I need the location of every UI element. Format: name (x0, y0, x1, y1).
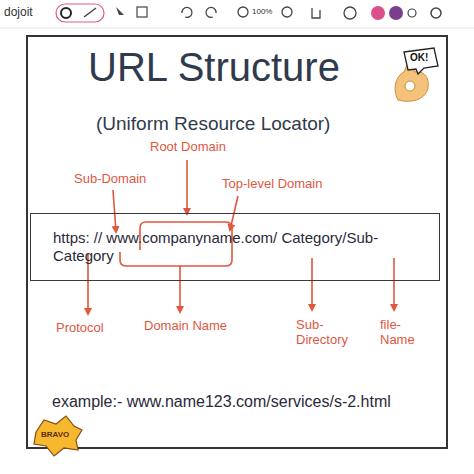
toolbar (0, 0, 474, 28)
part-label: Sub- Directory (296, 318, 364, 348)
zoom-level: 100% (252, 7, 272, 16)
url-text: https: // www.companyname.com/ Category/… (53, 229, 433, 265)
leader-arrow (311, 258, 313, 310)
ok-bubble (404, 48, 438, 74)
part-label: Domain Name (144, 319, 227, 334)
redo-icon (206, 7, 216, 17)
tool-icon (84, 8, 96, 17)
zoom-icon (238, 7, 248, 17)
toolbar-rule (0, 28, 474, 29)
emoji-text: OK! (410, 52, 428, 64)
undo-icon (182, 7, 192, 17)
app-name: dojoit (4, 6, 33, 20)
user-icon (408, 9, 416, 17)
avatar (371, 6, 385, 20)
url-box: https: // www.companyname.com/ Category/… (30, 213, 440, 281)
leader-arrow (186, 160, 188, 214)
tool-icon (61, 8, 71, 18)
part-label: Sub-Domain (74, 172, 146, 187)
zoom-icon (282, 7, 292, 17)
part-label: Protocol (56, 321, 104, 336)
tool-icon (137, 7, 147, 17)
ok-hand (405, 81, 415, 91)
play-icon (344, 7, 356, 19)
part-label: Top-level Domain (222, 177, 322, 192)
tool-pill (56, 4, 104, 22)
tool-icon (116, 7, 124, 15)
card-border (27, 36, 447, 448)
hand-icon (312, 8, 320, 18)
avatar (389, 6, 403, 20)
bravo-sticker (34, 416, 82, 456)
settings-icon (431, 8, 441, 18)
part-label: Root Domain (150, 140, 226, 155)
sticker-text: BRAVO (41, 430, 69, 439)
example-text: example:- www.name123.com/services/s-2.h… (52, 393, 391, 411)
leader-arrow (393, 258, 395, 310)
title-text: URL Structure (88, 44, 340, 90)
leader-arrow (113, 190, 116, 232)
leader-arrow (179, 266, 181, 312)
subtitle: (Uniform Resource Locator) (96, 113, 330, 135)
part-label: file- Name (380, 318, 428, 348)
